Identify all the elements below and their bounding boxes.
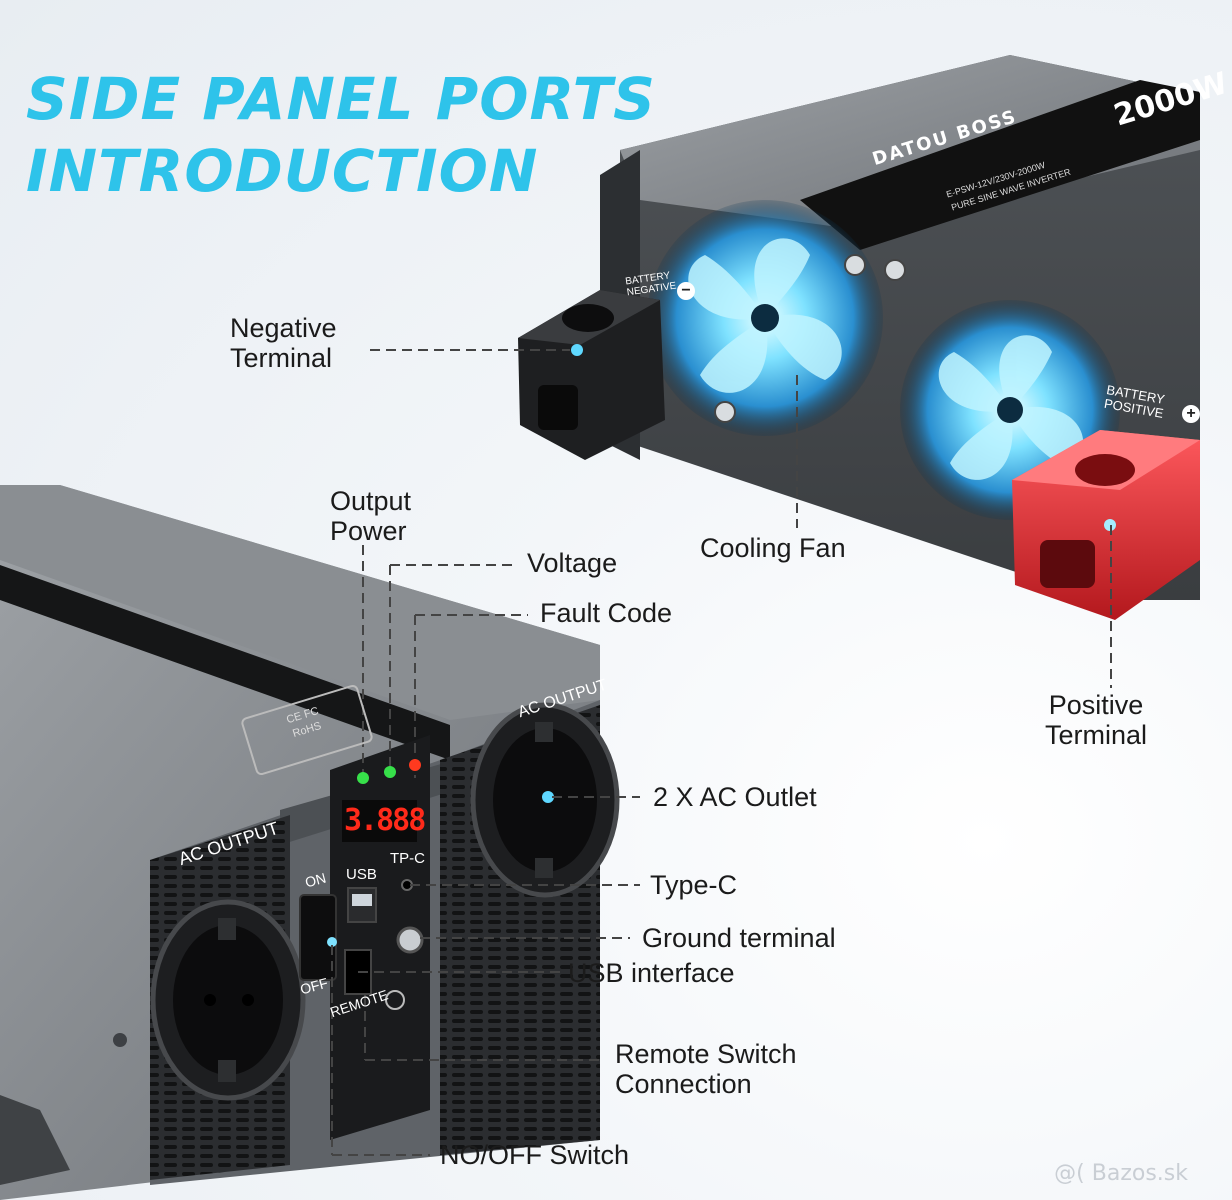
screw-icon [714,254,906,423]
headline-line-2: INTRODUCTION [26,137,539,205]
positive-terminal-block [1012,430,1200,620]
callout-voltage: Voltage [527,548,618,578]
feet [0,1095,70,1185]
headline-line-1: SIDE PANEL PORTS [26,65,656,133]
usb-label: USB [346,866,377,883]
callout-fault-code: Fault Code [540,598,673,628]
inverter-illustration [0,55,1200,1200]
ac-outlet-right-icon [470,702,620,898]
typec-label: TP-C [390,850,425,867]
ac-outlet-left-icon [150,899,306,1101]
leader-lines [331,349,1112,1156]
led-indicators [357,759,421,784]
minus-icon: − [677,282,695,300]
led-indicator-1 [357,772,369,784]
panel-body-screw [113,1033,127,1047]
callout-type-c: Type-C [650,870,738,900]
callout-ac-outlet: 2 X AC Outlet [653,782,817,812]
callout-ground-terminal: Ground terminal [642,923,836,953]
callout-usb-interface: USB interface [568,958,735,988]
callout-on-off-switch: NO/OFF Switch [440,1140,630,1170]
digital-display: 3.888 [344,803,426,838]
negative-terminal-block [518,290,665,460]
led-indicator-3 [409,759,421,771]
cooling-fan-left-icon [647,200,883,436]
led-indicator-2 [384,766,396,778]
callout-cooling-fan: Cooling Fan [700,533,846,563]
plus-icon: + [1182,405,1200,423]
control-panel [299,735,430,1140]
watermark-text: @( Bazos.sk [1054,1161,1188,1186]
